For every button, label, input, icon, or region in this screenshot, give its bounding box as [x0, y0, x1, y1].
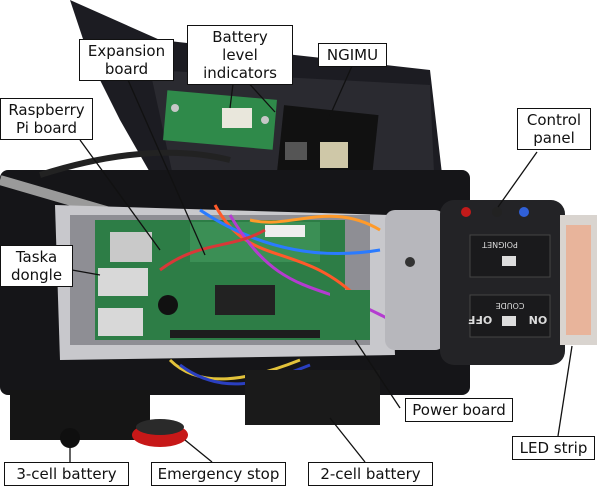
two-cell-battery	[245, 370, 380, 425]
power-board-pcb	[330, 290, 370, 340]
on-text: ON	[529, 313, 548, 326]
label-led-strip: LED strip	[512, 436, 595, 460]
label-three-cell-battery: 3-cell battery	[4, 462, 129, 486]
control-panel-body	[440, 200, 565, 365]
three-cell-battery	[10, 390, 150, 440]
label-expansion-board: Expansion board	[79, 39, 174, 81]
label-emergency-stop: Emergency stop	[151, 462, 286, 486]
label-two-cell-battery: 2-cell battery	[308, 462, 433, 486]
label-power-board: Power board	[405, 398, 513, 422]
label-raspberry-pi-board: Raspberry Pi board	[0, 98, 93, 140]
label-ngimu: NGIMU	[318, 43, 387, 67]
battery-indicator-pcb	[163, 90, 277, 150]
poignet-text: POIGNET	[482, 240, 518, 249]
label-battery-level-indicators: Battery level indicators	[187, 25, 293, 85]
clamp-ring	[385, 210, 445, 350]
label-control-panel: Control panel	[517, 108, 591, 150]
off-text: OFF	[468, 313, 492, 326]
coude-text: COUDE	[496, 301, 525, 310]
label-taska-dongle: Taska dongle	[0, 245, 73, 287]
